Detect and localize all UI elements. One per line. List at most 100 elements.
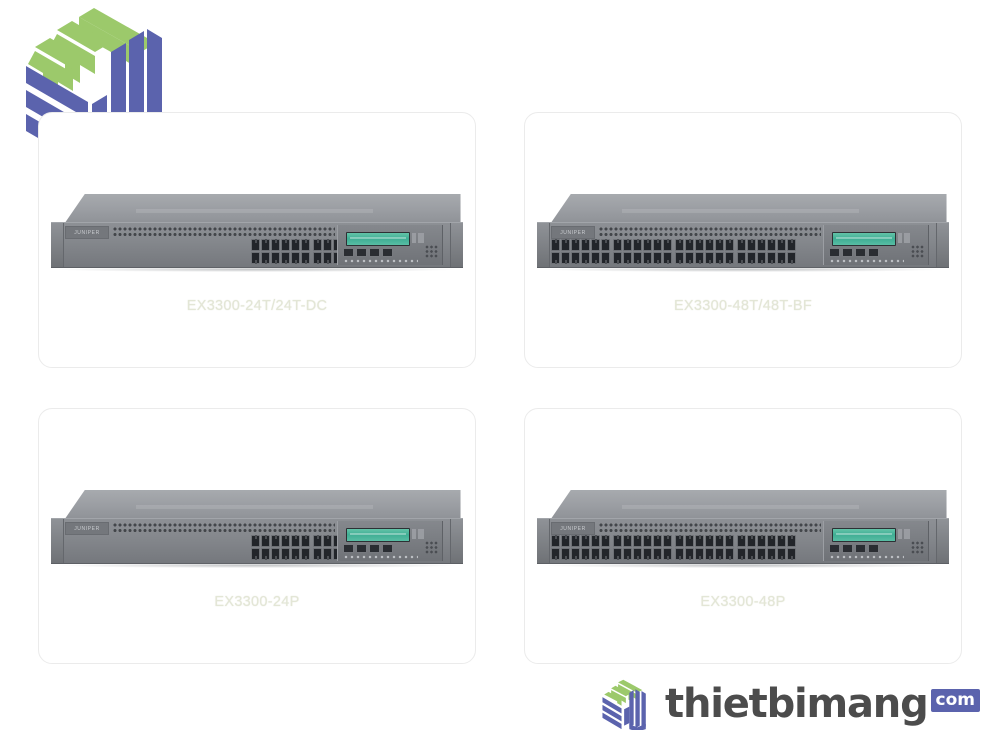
rj45-port	[747, 239, 756, 251]
product-title: EX3300-48T/48T-BF	[673, 298, 813, 314]
rj45-port	[737, 239, 746, 251]
product-card[interactable]: JUNIPER	[524, 408, 962, 664]
product-card[interactable]: JUNIPER	[524, 112, 962, 368]
rj45-port	[725, 252, 734, 264]
watermark-cube-logo-icon	[602, 679, 646, 730]
rj45-port	[623, 252, 632, 264]
rj45-port	[581, 548, 590, 560]
lcd-buttons[interactable]	[898, 529, 910, 539]
switch-chassis-top	[64, 194, 461, 224]
sfp-port-bank	[829, 248, 879, 257]
lcd-buttons[interactable]	[412, 233, 424, 243]
rack-ear-right	[936, 519, 949, 563]
rj45-port	[261, 239, 270, 251]
sfp-port	[842, 248, 853, 257]
rj45-port	[633, 535, 642, 547]
rj45-port	[581, 535, 590, 547]
rj45-port	[705, 535, 714, 547]
rj45-port	[301, 535, 310, 547]
rj45-port	[613, 252, 622, 264]
rj45-port-group	[613, 535, 672, 560]
rj45-port	[787, 548, 796, 560]
fan-grill-icon	[911, 541, 925, 555]
rj45-port	[787, 239, 796, 251]
rj45-port-group	[613, 239, 672, 264]
rj45-port	[685, 239, 694, 251]
rj45-port	[715, 252, 724, 264]
rj45-port	[725, 548, 734, 560]
rj45-port	[747, 548, 756, 560]
rj45-port	[757, 548, 766, 560]
rj45-port	[777, 252, 786, 264]
rj45-port	[551, 548, 560, 560]
rj45-port	[591, 239, 600, 251]
switch-chassis-top	[64, 490, 461, 520]
product-card-grid: JUNIPER	[38, 112, 962, 664]
rj45-port	[281, 535, 290, 547]
rj45-port	[675, 535, 684, 547]
watermark-brand: thietbimang	[665, 681, 929, 727]
rj45-port	[591, 535, 600, 547]
lcd-buttons[interactable]	[412, 529, 424, 539]
switch-illustration: JUNIPER	[51, 484, 463, 572]
product-card[interactable]: JUNIPER	[38, 408, 476, 664]
rj45-port	[643, 535, 652, 547]
rj45-port	[591, 548, 600, 560]
rj45-port	[561, 239, 570, 251]
rj45-port	[561, 548, 570, 560]
rack-ear-right	[936, 223, 949, 267]
switch-illustration: JUNIPER	[51, 188, 463, 276]
product-image: JUNIPER	[51, 476, 463, 572]
vendor-badge: JUNIPER	[65, 522, 109, 535]
lcd-display	[346, 232, 410, 246]
rj45-port	[675, 239, 684, 251]
rj45-port	[725, 239, 734, 251]
rj45-port	[737, 252, 746, 264]
uplink-module	[823, 225, 929, 265]
rj45-port	[623, 239, 632, 251]
rj45-port	[613, 535, 622, 547]
ventilation-holes	[599, 226, 821, 238]
drop-shadow	[59, 563, 455, 568]
rj45-port	[787, 252, 796, 264]
vendor-badge: JUNIPER	[65, 226, 109, 239]
product-title: EX3300-24T/24T-DC	[186, 298, 328, 314]
rj45-port	[323, 548, 332, 560]
rj45-port	[313, 239, 322, 251]
rj45-port	[301, 252, 310, 264]
status-leds	[830, 555, 904, 559]
rj45-port	[291, 239, 300, 251]
rj45-port	[571, 239, 580, 251]
rj45-port	[663, 548, 672, 560]
rj45-port-group	[737, 239, 796, 264]
rj45-port-group	[551, 535, 610, 560]
sfp-port-bank	[829, 544, 879, 553]
rj45-port	[715, 239, 724, 251]
rj45-port	[695, 548, 704, 560]
rj45-port	[561, 535, 570, 547]
switch-front-panel: JUNIPER	[537, 518, 949, 564]
ventilation-holes	[599, 522, 821, 534]
rj45-port	[757, 252, 766, 264]
rj45-port	[251, 535, 260, 547]
rj45-port	[653, 252, 662, 264]
rj45-port	[551, 252, 560, 264]
rj45-port-group	[675, 535, 734, 560]
rj45-port	[787, 535, 796, 547]
product-card[interactable]: JUNIPER	[38, 112, 476, 368]
lcd-display	[832, 232, 896, 246]
rj45-port	[695, 239, 704, 251]
rj45-port	[767, 239, 776, 251]
sfp-port	[829, 544, 840, 553]
rj45-port	[685, 548, 694, 560]
sfp-port	[382, 248, 393, 257]
rj45-port	[767, 535, 776, 547]
rj45-port	[261, 252, 270, 264]
rj45-port	[695, 535, 704, 547]
switch-front-panel: JUNIPER	[537, 222, 949, 268]
rj45-port	[301, 548, 310, 560]
uplink-module	[337, 225, 443, 265]
switch-chassis-top	[550, 194, 947, 224]
lcd-buttons[interactable]	[898, 233, 910, 243]
